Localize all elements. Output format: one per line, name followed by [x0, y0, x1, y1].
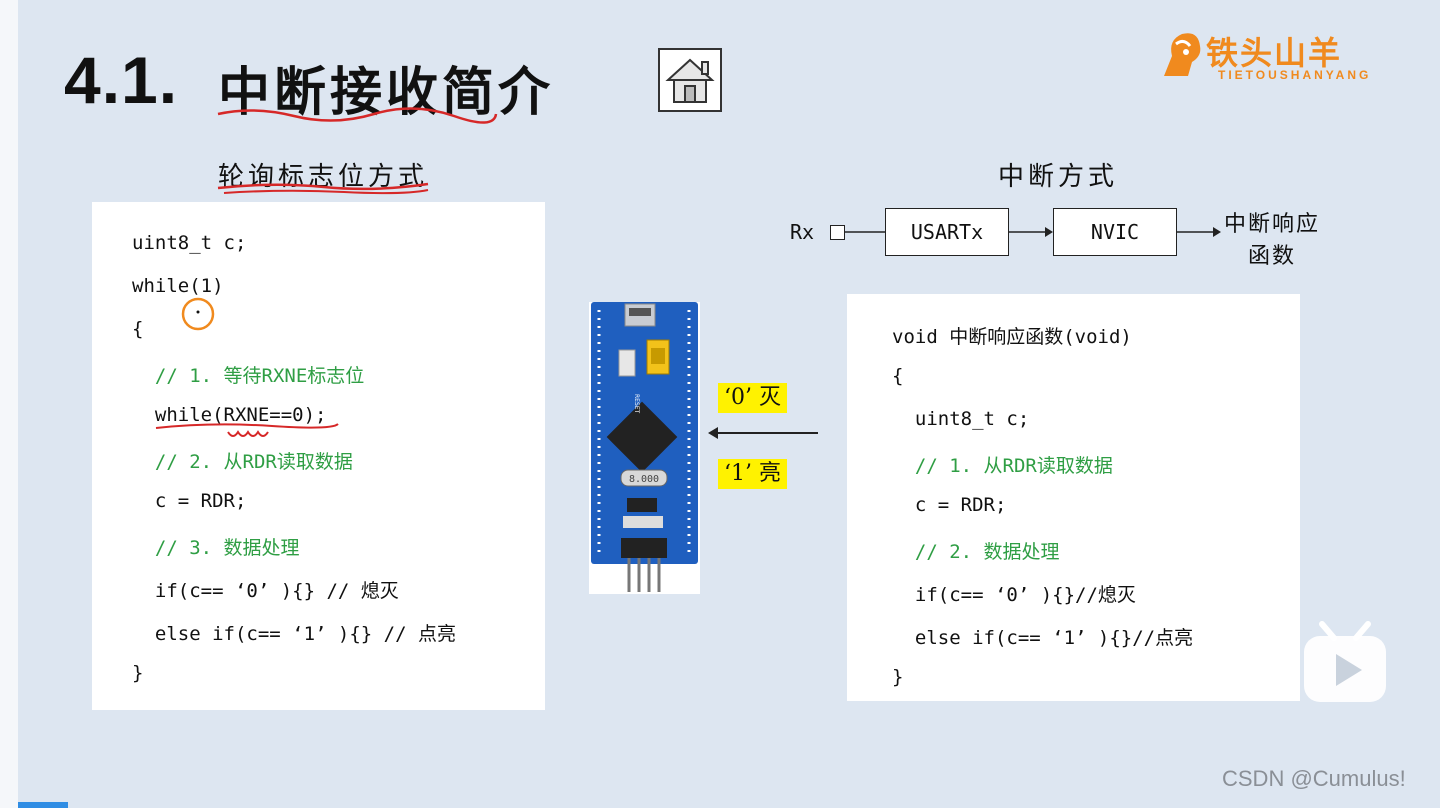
csdn-watermark: CSDN @Cumulus!	[1222, 766, 1406, 791]
brand-logo: 铁头山羊 TIETOUSHANYANG	[1158, 26, 1408, 86]
rx-label: Rx	[790, 220, 815, 244]
slide-left-edge	[0, 0, 18, 808]
left-heading-underline-annotation	[217, 182, 429, 195]
label-on: ‘1’ 亮	[718, 459, 787, 489]
code-comment: // 3. 数据处理	[132, 537, 300, 559]
code-comment: // 1. 从RDR读取数据	[892, 455, 1113, 477]
label-off: ‘0’ 灭	[718, 383, 787, 413]
stm32-board-image: 8.000 RESET	[589, 302, 700, 594]
code-comment: // 1. 等待RXNE标志位	[132, 365, 365, 387]
crystal-label: 8.000	[629, 474, 659, 485]
play-icon[interactable]	[1300, 620, 1390, 706]
code-line: {	[132, 318, 144, 340]
code-line: {	[892, 365, 904, 387]
isr-label-line2: 函数	[1248, 244, 1297, 269]
code-line: else if(c== ‘1’ ){} // 点亮	[132, 623, 456, 645]
cursor-circle-annotation	[181, 297, 215, 331]
interrupt-code-panel: void 中断响应函数(void) { uint8_t c; // 1. 从RD…	[847, 294, 1300, 701]
home-icon[interactable]	[658, 48, 722, 112]
video-progress-bar[interactable]	[18, 802, 68, 808]
title-number: 4.1.	[64, 43, 179, 117]
nvic-block: NVIC	[1053, 208, 1177, 256]
code-comment: // 2. 从RDR读取数据	[132, 451, 353, 473]
data-arrow-to-board	[708, 427, 818, 439]
code-comment: // 2. 数据处理	[892, 541, 1060, 563]
logo-sub-text: TIETOUSHANYANG	[1218, 68, 1372, 82]
code-line: if(c== ‘0’ ){} // 熄灭	[132, 580, 399, 602]
usart-block: USARTx	[885, 208, 1009, 256]
right-section-heading: 中断方式	[998, 162, 1119, 192]
rx-port-square	[830, 225, 845, 240]
code-line: else if(c== ‘1’ ){}//点亮	[892, 627, 1194, 649]
title-underline-annotation	[217, 107, 498, 124]
code-line: if(c== ‘0’ ){}//熄灭	[892, 584, 1136, 606]
while-underline-annotation	[155, 423, 339, 437]
logo-main-text: 铁头山羊	[1206, 34, 1343, 72]
code-line: c = RDR;	[132, 490, 247, 512]
code-line: }	[132, 662, 144, 684]
reset-label: RESET	[633, 394, 640, 414]
code-line: uint8_t c;	[132, 232, 247, 254]
polling-code-panel: uint8_t c; while(1) { // 1. 等待RXNE标志位 wh…	[92, 202, 545, 710]
code-line: while(1)	[132, 275, 224, 297]
code-line: uint8_t c;	[892, 408, 1030, 430]
isr-label-line1: 中断响应	[1224, 212, 1321, 237]
goat-head-icon	[1164, 33, 1201, 76]
code-line: while(RXNE==0);	[132, 404, 327, 426]
code-line: c = RDR;	[892, 494, 1007, 516]
code-line: void 中断响应函数(void)	[892, 326, 1132, 348]
signal-arrows	[845, 227, 1221, 237]
code-line: }	[892, 666, 904, 688]
